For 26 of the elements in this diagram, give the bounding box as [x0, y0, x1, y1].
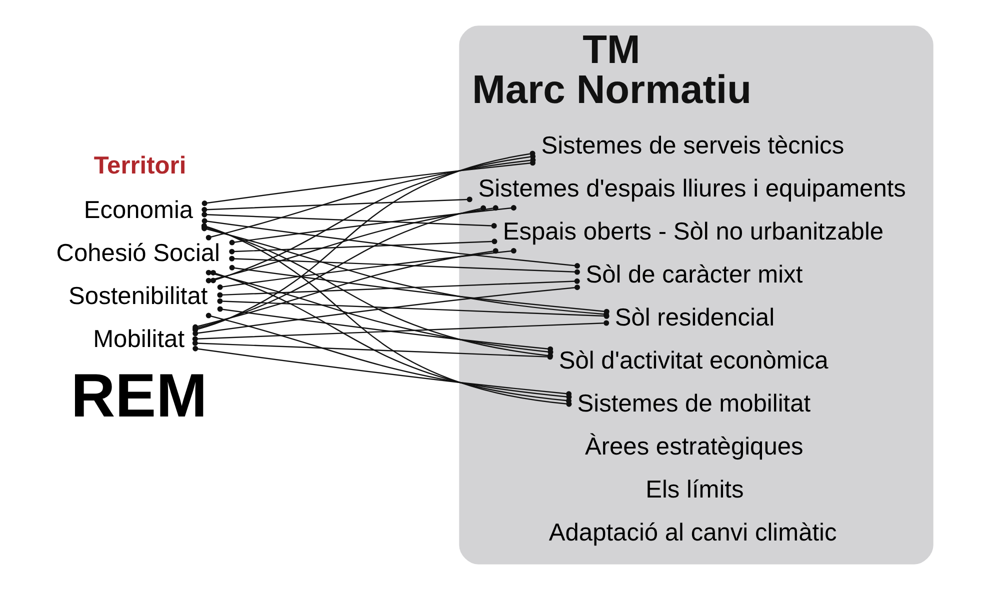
connector — [192, 248, 498, 330]
node-text: Els límits — [646, 476, 744, 504]
node-text: Sistemes de mobilitat — [577, 390, 811, 418]
connector — [217, 248, 516, 290]
node-text: Sistemes d'espais lliures i equipaments — [478, 175, 906, 202]
connector — [217, 278, 580, 298]
node-text: Sistemes de serveis tècnics — [541, 132, 844, 160]
node-text: Adaptació al canvi climàtic — [548, 519, 837, 546]
node-text: Mobilitat — [93, 326, 185, 353]
connector — [192, 346, 572, 397]
connector — [229, 205, 516, 246]
connector — [202, 196, 472, 212]
connector — [217, 306, 554, 352]
connector — [229, 238, 498, 254]
node-text: Sòl d'activitat econòmica — [558, 347, 828, 374]
node-text: Sòl de caràcter mixt — [586, 261, 803, 288]
node-text: Sòl residencial — [614, 304, 775, 332]
node-text: Cohesió Social — [56, 240, 220, 267]
node-text: Economia — [84, 196, 194, 224]
connector — [229, 264, 610, 314]
connector — [229, 256, 580, 275]
node-text: Territori — [94, 152, 186, 180]
node-text: Sostenibilitat — [68, 282, 208, 310]
node-text: REM — [70, 361, 208, 430]
node-text: Àrees estratègiques — [584, 433, 804, 460]
node-text: Espais oberts - Sòl no urbanitzable — [502, 218, 884, 246]
